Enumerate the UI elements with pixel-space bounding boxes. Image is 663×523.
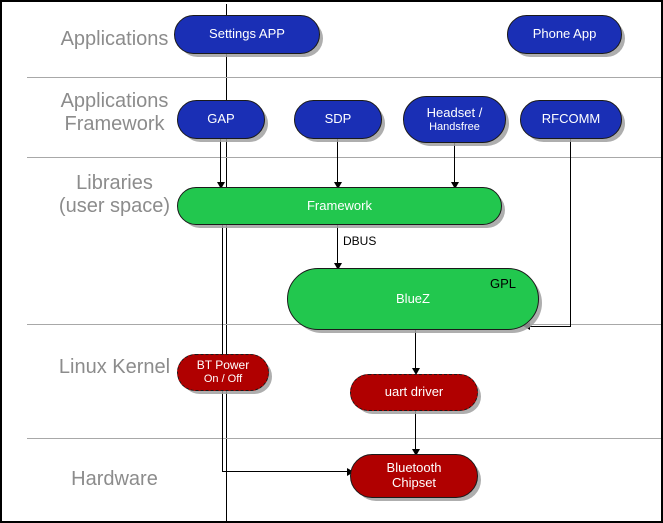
band-label-applications-framework: Applications Framework xyxy=(60,90,169,135)
divider-applications xyxy=(27,77,661,78)
node-headset-handsfree-label: Headset / xyxy=(426,104,483,120)
connector-sdp-to-framework xyxy=(337,139,338,187)
band-label-linux-kernel: Linux Kernel xyxy=(58,356,171,378)
node-headset-handsfree[interactable]: Headset / Handsfree xyxy=(403,96,506,143)
node-framework[interactable]: Framework xyxy=(177,187,502,225)
node-bt-power-sublabel: On / Off xyxy=(203,373,243,386)
connector-uart-to-chipset xyxy=(415,410,416,454)
node-phone-app-label: Phone App xyxy=(532,26,597,42)
arrowhead-gap-to-framework xyxy=(217,182,225,189)
node-settings-app[interactable]: Settings APP xyxy=(174,15,320,54)
node-bluez-license-tag: GPL xyxy=(489,276,516,291)
node-gap-label: GAP xyxy=(207,111,235,127)
connector-headset-to-framework xyxy=(454,143,455,187)
arrowhead-bluez-to-uart xyxy=(412,368,420,375)
node-uart-driver-label: uart driver xyxy=(384,384,444,400)
connector-framework-to-bluez xyxy=(337,225,338,269)
node-bluetooth-chipset-sublabel: Chipset xyxy=(391,475,437,490)
node-rfcomm-label: RFCOMM xyxy=(541,111,601,127)
node-sdp[interactable]: SDP xyxy=(294,100,382,139)
connector-framework-to-chipset-horizontal xyxy=(222,471,348,472)
connector-rfcomm-vertical xyxy=(570,139,571,327)
node-phone-app[interactable]: Phone App xyxy=(507,15,622,54)
node-headset-handsfree-sublabel: Handsfree xyxy=(429,120,480,133)
connector-rfcomm-horizontal xyxy=(530,326,571,327)
node-rfcomm[interactable]: RFCOMM xyxy=(520,100,622,139)
node-uart-driver[interactable]: uart driver xyxy=(350,374,478,411)
node-bt-power-label: BT Power xyxy=(196,358,250,373)
arrowhead-uart-to-chipset xyxy=(412,449,420,456)
arrowhead-framework-to-bluez xyxy=(334,263,342,270)
node-framework-label: Framework xyxy=(306,197,372,213)
edge-label-dbus: DBUS xyxy=(343,234,377,248)
divider-linux-kernel xyxy=(27,438,661,439)
node-bt-power[interactable]: BT Power On / Off xyxy=(177,354,269,391)
node-bluetooth-chipset-label: Bluetooth xyxy=(386,460,442,476)
connector-bluez-to-uart xyxy=(415,330,416,372)
arrowhead-sdp-to-framework xyxy=(334,182,342,189)
node-bluetooth-chipset[interactable]: Bluetooth Chipset xyxy=(350,454,478,498)
band-label-hardware: Hardware xyxy=(71,468,158,490)
node-bluez[interactable]: BlueZ GPL xyxy=(287,268,539,330)
node-sdp-label: SDP xyxy=(324,111,352,127)
node-bluez-label: BlueZ xyxy=(396,290,430,306)
band-label-libraries: Libraries (user space) xyxy=(58,172,171,217)
connector-gap-to-framework xyxy=(220,139,221,187)
connector-framework-to-chipset-vertical xyxy=(222,225,223,472)
arrowhead-headset-to-framework xyxy=(451,182,459,189)
node-settings-app-label: Settings APP xyxy=(209,26,285,42)
band-label-applications: Applications xyxy=(60,28,169,50)
node-gap[interactable]: GAP xyxy=(177,100,265,139)
arrowhead-rfcomm-to-bluez xyxy=(523,322,530,330)
divider-applications-framework xyxy=(27,157,661,158)
column-separator-line xyxy=(226,4,227,521)
